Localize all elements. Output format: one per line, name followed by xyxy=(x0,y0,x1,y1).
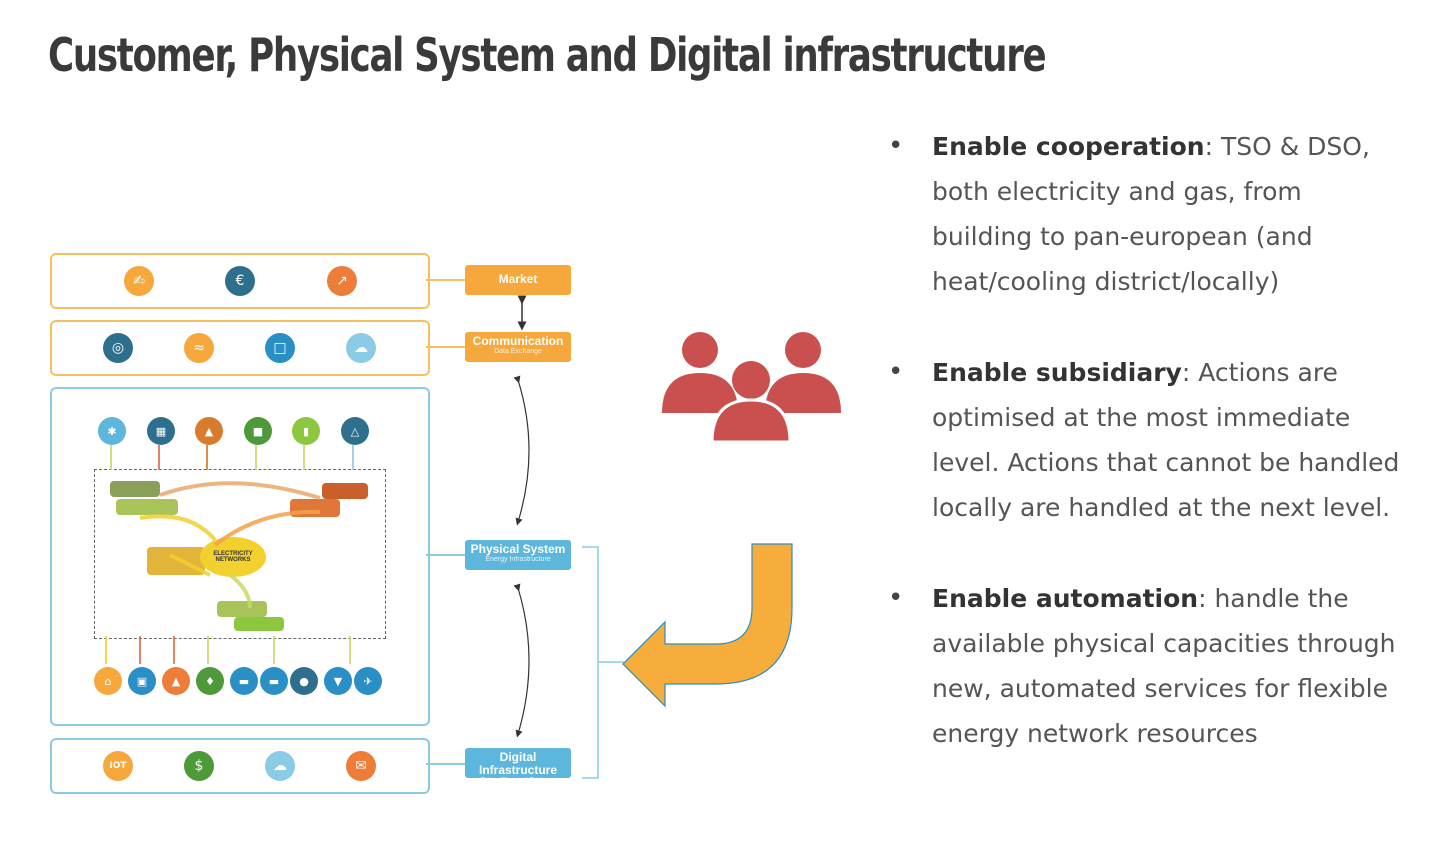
physical-system-band: ✱ ▦ ▲ ■ ▮ △ ELECTRICITY NETWORKS ⌂ ▣ ▲ ♦… xyxy=(50,387,430,726)
bullet-dot: • xyxy=(888,131,904,161)
train-icon: ▬ xyxy=(230,667,258,695)
bullet-key: Enable cooperation xyxy=(932,132,1205,161)
euro-icon: € xyxy=(225,266,255,296)
digital-infrastructure-band: IOT $ ☁ ✉ xyxy=(50,738,430,794)
iot-icon: IOT xyxy=(103,751,133,781)
cloud-icon: ☁ xyxy=(265,751,295,781)
bullet-key: Enable automation xyxy=(932,584,1199,613)
return-arrow xyxy=(622,543,793,708)
digital-infrastructure-tag: Digital Infrastructure Cyber-Physical Sy… xyxy=(465,748,571,784)
network-flows xyxy=(105,445,354,664)
car-icon: ● xyxy=(290,667,318,695)
mail-icon: ✉ xyxy=(346,751,376,781)
market-band: ✍ € ↗ xyxy=(50,253,430,309)
farm-icon: ■ xyxy=(244,417,272,445)
storage-flexibility-box xyxy=(147,547,205,575)
layer-bracket xyxy=(582,546,599,779)
digital-infrastructure-sublabel: Cyber-Physical Systems xyxy=(480,777,556,785)
industry-icon: ▲ xyxy=(162,667,190,695)
comm-physical-arrow xyxy=(513,375,530,526)
bullet-dot: • xyxy=(888,583,904,613)
bullet-text: : TSO & DSO, both electricity and gas, f… xyxy=(932,132,1370,296)
bullet-text: : Actions are optimised at the most imme… xyxy=(932,358,1400,522)
ship-icon: ▼ xyxy=(324,667,352,695)
storage-cooling-box xyxy=(322,483,368,499)
building-icon: ⌂ xyxy=(94,667,122,695)
bullet-automation: • Enable automation: handle the availabl… xyxy=(888,576,1408,756)
physical-system-tag: Physical System Energy Infrastructure xyxy=(465,540,571,570)
physical-system-sublabel: Energy Infrastructure xyxy=(485,556,551,564)
gas-networks-box xyxy=(116,499,178,515)
bullet-cooperation: • Enable cooperation: TSO & DSO, both el… xyxy=(888,124,1408,304)
hydrogen-storage-box xyxy=(234,617,284,631)
communication-tag: Communication Data Exchange xyxy=(465,332,571,362)
factory-icon: ▲ xyxy=(195,417,223,445)
trend-up-icon: ↗ xyxy=(327,266,357,296)
bus-icon: ▬ xyxy=(260,667,288,695)
bullet-dot: • xyxy=(888,357,904,387)
wifi-icon: ≈ xyxy=(184,333,214,363)
communication-label: Communication xyxy=(472,334,564,348)
bullet-text: : handle the available physical capaciti… xyxy=(932,584,1396,748)
globe-icon: ◎ xyxy=(103,333,133,363)
physical-system-label: Physical System xyxy=(470,542,566,556)
plane-icon: ✈ xyxy=(354,667,382,695)
bullet-subsidiary: • Enable subsidiary: Actions are optimis… xyxy=(888,350,1408,530)
market-tag: Market xyxy=(465,265,571,295)
slide-title: Customer, Physical System and Digital in… xyxy=(48,28,1047,82)
communication-sublabel: Data Exchange xyxy=(494,348,542,356)
networks-area xyxy=(94,469,386,639)
bullet-key: Enable subsidiary xyxy=(932,358,1182,387)
communication-band: ◎ ≈ □ ☁ xyxy=(50,320,430,376)
fuel-pump-icon: ▮ xyxy=(292,417,320,445)
handshake-icon: ✍ xyxy=(124,266,154,296)
agriculture-icon: ♦ xyxy=(196,667,224,695)
nuclear-plant-icon: △ xyxy=(341,417,369,445)
hydrogen-networks-box xyxy=(217,601,267,617)
gas-storage-box xyxy=(110,481,160,497)
digital-infrastructure-label: Digital Infrastructure xyxy=(478,750,558,778)
solar-panel-icon: ▦ xyxy=(147,417,175,445)
laptop-icon: □ xyxy=(265,333,295,363)
users-group-icon xyxy=(662,332,841,444)
physical-digital-arrow xyxy=(513,583,530,738)
coin-icon: $ xyxy=(184,751,214,781)
market-label: Market xyxy=(498,272,538,287)
home-appliance-icon: ▣ xyxy=(128,667,156,695)
wind-turbine-icon: ✱ xyxy=(98,417,126,445)
electricity-networks: ELECTRICITY NETWORKS xyxy=(200,537,266,577)
cloud-icon: ☁ xyxy=(346,333,376,363)
